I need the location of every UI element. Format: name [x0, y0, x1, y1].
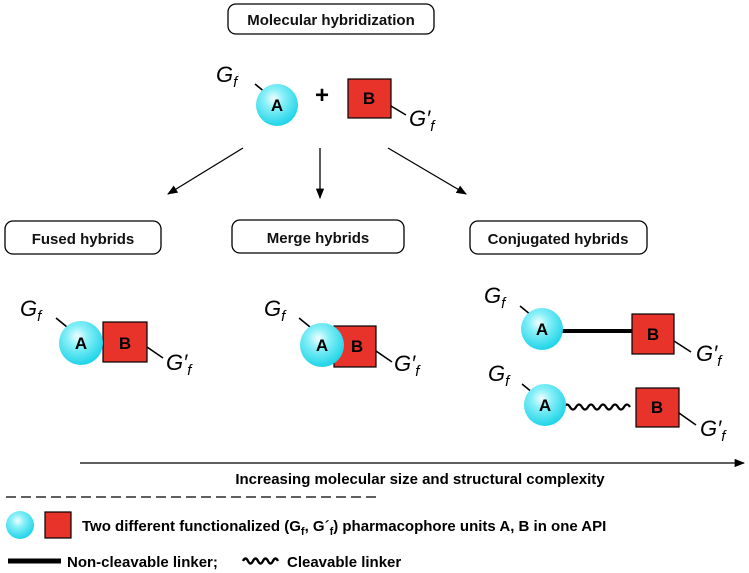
conjugated-hybrids-box: Conjugated hybrids — [469, 220, 648, 255]
group-gf-label: Gf — [484, 283, 507, 312]
unit-a-circle — [256, 84, 298, 126]
bond-line — [146, 346, 164, 359]
unit-b-label: B — [647, 325, 659, 344]
unit-b-label: B — [119, 334, 131, 353]
conjugated-hybrids-label: Conjugated hybrids — [488, 231, 629, 248]
unit-b-label: B — [651, 398, 663, 417]
unit-a-circle — [59, 321, 103, 365]
unit-a-circle — [524, 384, 566, 426]
group-gpf-label: G′f — [409, 106, 436, 135]
group-gpf-label: G′f — [166, 350, 193, 379]
unit-a-label: A — [271, 96, 283, 115]
unit-b-label: B — [351, 337, 363, 356]
group-gpf-label: G′f — [700, 416, 727, 445]
complexity-axis-label: Increasing molecular size and structural… — [235, 471, 605, 488]
unit-b-square — [635, 387, 680, 428]
group-gf-label: Gf — [20, 296, 43, 325]
group-gf-label: Gf — [264, 296, 287, 325]
bond-line — [55, 317, 68, 328]
legend-cleavable-label: Cleavable linker — [287, 554, 401, 571]
group-gpf-label: G′f — [696, 341, 723, 370]
unit-a-label: A — [536, 320, 548, 339]
legend-circle-icon — [6, 511, 34, 539]
conjugated-hybrid-noncleavable: Gf A B G′f — [484, 283, 723, 370]
group-gf-label: Gf — [216, 62, 239, 91]
merge-hybrids-label: Merge hybrids — [267, 230, 370, 247]
bond-line — [678, 412, 697, 426]
unit-a-label: A — [539, 396, 551, 415]
unit-a-label: A — [75, 334, 87, 353]
unit-a-circle — [521, 308, 563, 350]
merge-hybrid-structure: Gf A B G′f — [264, 296, 421, 380]
group-gf-label: Gf — [488, 361, 511, 390]
fused-hybrids-box: Fused hybrids — [4, 220, 162, 255]
plus-sign: + — [315, 82, 329, 109]
legend-units-text: Two different functionalized (Gf, G´f) p… — [82, 518, 606, 538]
bond-line — [673, 340, 692, 353]
bond-line — [390, 105, 407, 116]
arrow-to-conjugated — [387, 147, 467, 195]
unit-a-circle — [300, 323, 344, 367]
legend-noncleavable-label: Non-cleavable linker; — [67, 554, 218, 571]
arrow-to-fused — [167, 147, 244, 195]
unit-a-label: A — [316, 336, 328, 355]
unit-b-square — [347, 78, 392, 119]
merge-hybrids-box: Merge hybrids — [231, 219, 405, 254]
reactant-b: B G′f — [347, 78, 436, 135]
title-box: Molecular hybridization — [227, 3, 435, 35]
unit-b-square — [631, 313, 675, 355]
legend-square-icon — [44, 511, 72, 539]
unit-b-label: B — [363, 89, 375, 108]
cleavable-linker — [563, 403, 631, 411]
legend: Two different functionalized (Gf, G´f) p… — [6, 511, 606, 571]
fused-hybrids-label: Fused hybrids — [32, 231, 135, 248]
title-text: Molecular hybridization — [247, 12, 415, 29]
unit-b-square — [102, 321, 148, 363]
legend-cleavable-icon — [241, 557, 280, 565]
bond-line — [298, 317, 311, 328]
reactant-a: Gf A — [216, 62, 298, 126]
bond-line — [375, 350, 393, 363]
group-gpf-label: G′f — [394, 351, 421, 380]
conjugated-hybrid-cleavable: Gf A B G′f — [488, 361, 727, 445]
fused-hybrid-structure: Gf A B G′f — [20, 296, 193, 379]
